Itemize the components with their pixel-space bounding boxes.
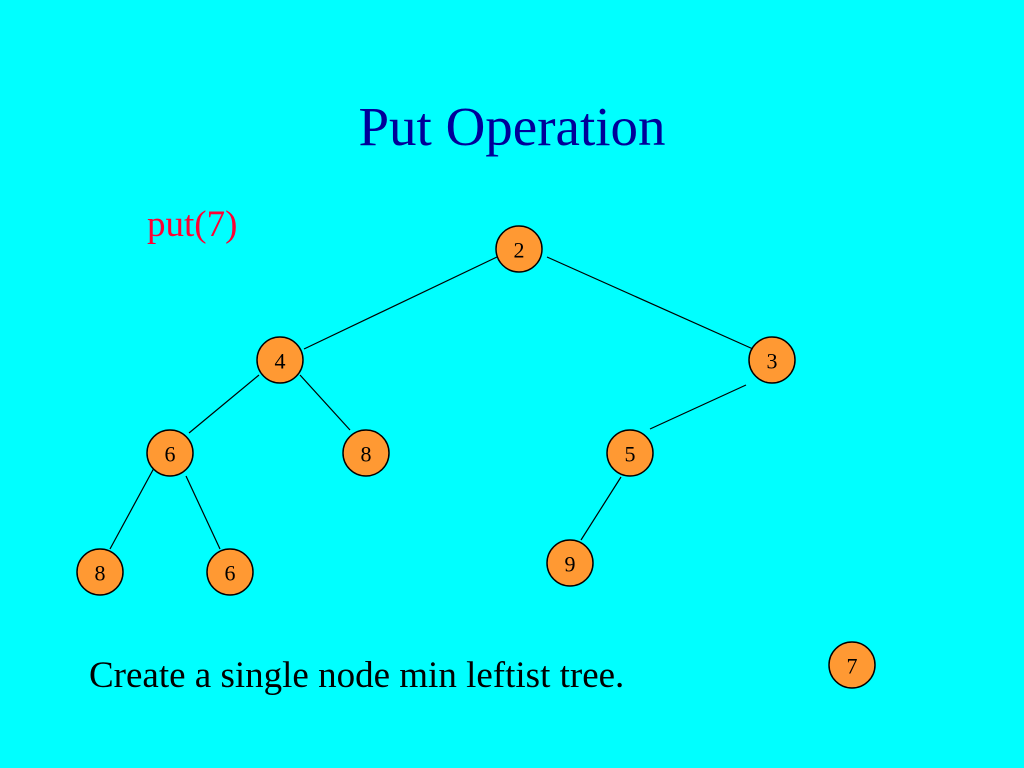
tree-edge-n2-n4	[303, 256, 498, 350]
node-circle	[546, 539, 594, 587]
tree-edge-n2-n3	[546, 256, 754, 350]
operation-label: put(7)	[147, 204, 238, 245]
node-circle	[606, 429, 654, 477]
tree-edge-n3-n5	[649, 384, 747, 430]
node-key: 2	[514, 238, 525, 263]
tree-node: 5	[606, 429, 654, 477]
node-key: 4	[275, 349, 286, 374]
node-circle	[495, 225, 543, 273]
tree-node: 2	[495, 225, 543, 273]
node-key: 9	[565, 552, 576, 577]
tree-nodes: 2 4 3 6 8 5 8 6 9 7	[76, 225, 876, 689]
tree-node: 6	[206, 548, 254, 596]
tree-node: 3	[748, 336, 796, 384]
tree-node: 8	[76, 548, 124, 596]
tree-edge-n4-n8a	[299, 374, 351, 431]
node-key: 8	[361, 442, 372, 467]
slide-title: Put Operation	[358, 96, 666, 157]
tree-node: 6	[146, 429, 194, 477]
node-circle	[146, 429, 194, 477]
tree-edges	[109, 256, 754, 550]
tree-edge-n6a-n8b	[109, 467, 155, 550]
node-key: 6	[165, 442, 176, 467]
tree-edge-n4-n6a	[188, 374, 260, 434]
tree-node: 8	[342, 429, 390, 477]
tree-node: 4	[256, 336, 304, 384]
node-circle	[256, 336, 304, 384]
node-circle	[748, 336, 796, 384]
new-node: 7	[828, 641, 876, 689]
node-key: 5	[625, 442, 636, 467]
node-circle	[828, 641, 876, 689]
tree-edge-n5-n9	[580, 476, 622, 541]
node-key: 8	[95, 561, 106, 586]
tree-node: 9	[546, 539, 594, 587]
caption-text: Create a single node min leftist tree.	[89, 655, 625, 696]
node-key: 3	[767, 349, 778, 374]
node-circle	[342, 429, 390, 477]
tree-edge-n6a-n6b	[185, 475, 221, 550]
node-key: 7	[847, 654, 858, 679]
node-key: 6	[225, 561, 236, 586]
node-circle	[206, 548, 254, 596]
node-circle	[76, 548, 124, 596]
